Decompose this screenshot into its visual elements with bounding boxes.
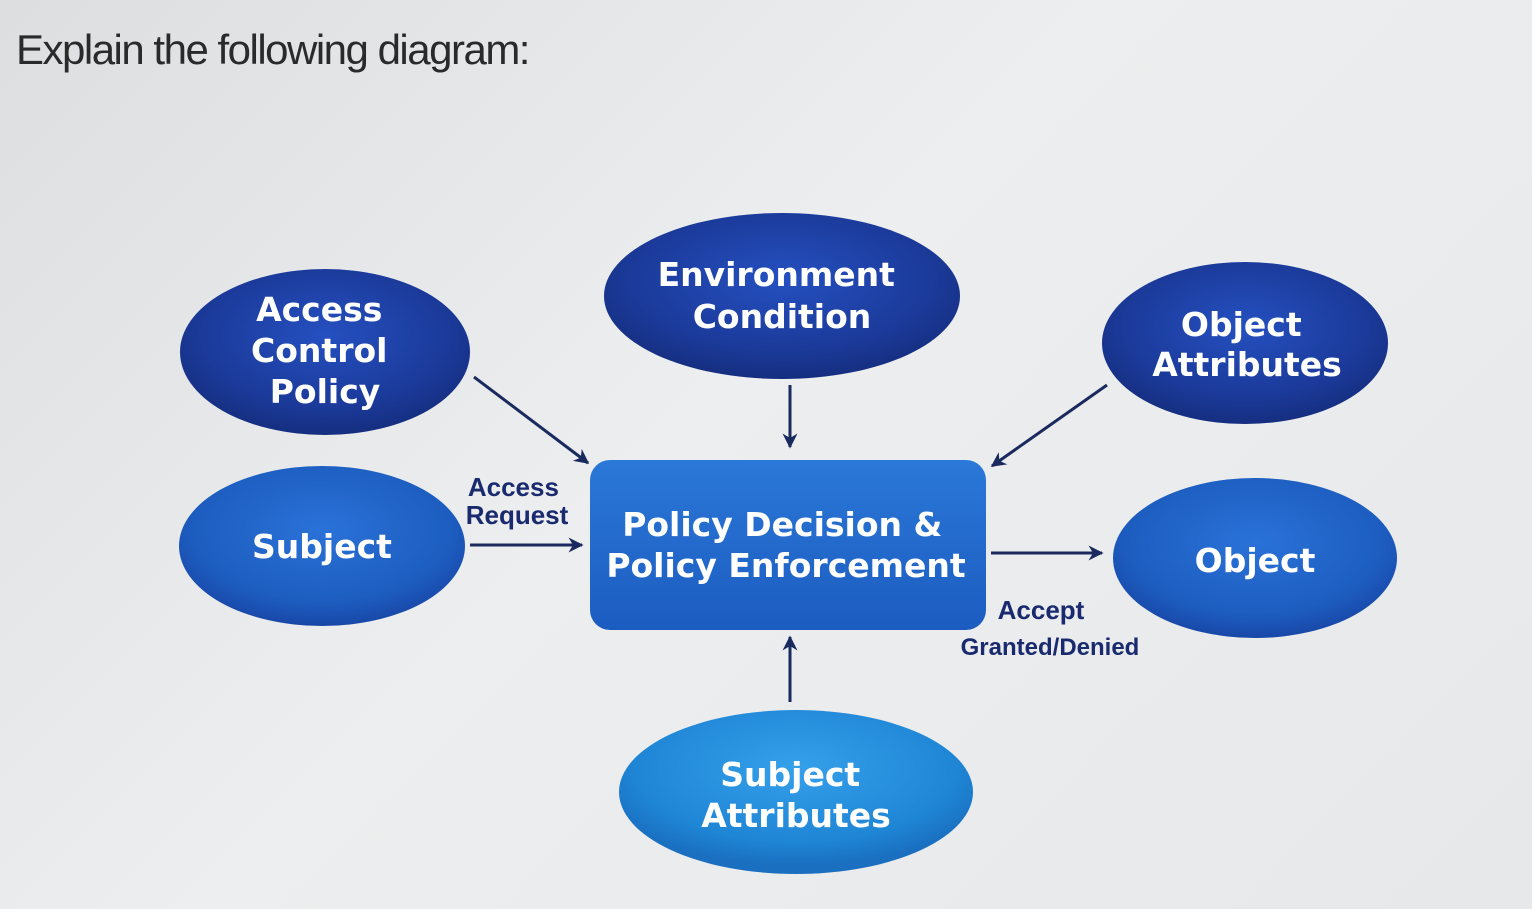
- access-control-policy-line-2: Control: [251, 331, 387, 370]
- subject-attributes-line-2: Attributes: [701, 796, 891, 835]
- access-control-policy-line-3: Policy: [270, 372, 381, 411]
- access-request-label: Access Request: [466, 472, 569, 530]
- node-subject-attributes: Subject Attributes: [619, 710, 973, 874]
- environment-condition-line-1: Environment: [658, 255, 896, 294]
- subject-label: Subject: [252, 527, 392, 566]
- svg-text:Environment Condition: Environment Condition: [658, 255, 907, 336]
- accept-label: Accept: [998, 595, 1085, 625]
- question-text: Explain the following diagram:: [16, 26, 530, 73]
- svg-text:Object Attributes: Object Attributes: [1152, 305, 1342, 384]
- access-control-policy-line-1: Access: [256, 290, 382, 329]
- svg-text:Subject: Subject: [252, 527, 392, 566]
- access-request-line-2: Request: [466, 500, 569, 530]
- environment-condition-line-2: Condition: [693, 297, 872, 336]
- node-environment-condition: Environment Condition: [604, 213, 960, 379]
- svg-text:Subject Attributes: Subject Attributes: [701, 755, 891, 835]
- arrow-object-attributes-to-pdp: [990, 383, 1108, 468]
- arrow-policy-to-pdp: [473, 375, 590, 465]
- node-subject: Subject: [179, 466, 465, 626]
- node-object: Object: [1113, 478, 1397, 638]
- access-request-line-1: Access: [468, 472, 559, 502]
- pdp-line-2: Policy Enforcement: [606, 546, 966, 585]
- node-object-attributes: Object Attributes: [1102, 262, 1388, 424]
- node-policy-decision-enforcement: Policy Decision & Policy Enforcement: [590, 460, 986, 630]
- svg-text:Object: Object: [1195, 541, 1316, 580]
- object-attributes-line-2: Attributes: [1152, 345, 1342, 384]
- svg-text:Policy Decision & Poli: Policy Decision & Policy Enforcement: [606, 505, 966, 585]
- object-label: Object: [1195, 541, 1316, 580]
- pdp-line-1: Policy Decision &: [622, 505, 942, 544]
- svg-text:Access Control: Access Control Policy: [251, 290, 399, 411]
- subject-attributes-line-1: Subject: [720, 755, 860, 794]
- node-access-control-policy: Access Control Policy: [180, 269, 470, 435]
- object-attributes-line-1: Object: [1181, 305, 1302, 344]
- granted-denied-label: Granted/Denied: [961, 634, 1140, 661]
